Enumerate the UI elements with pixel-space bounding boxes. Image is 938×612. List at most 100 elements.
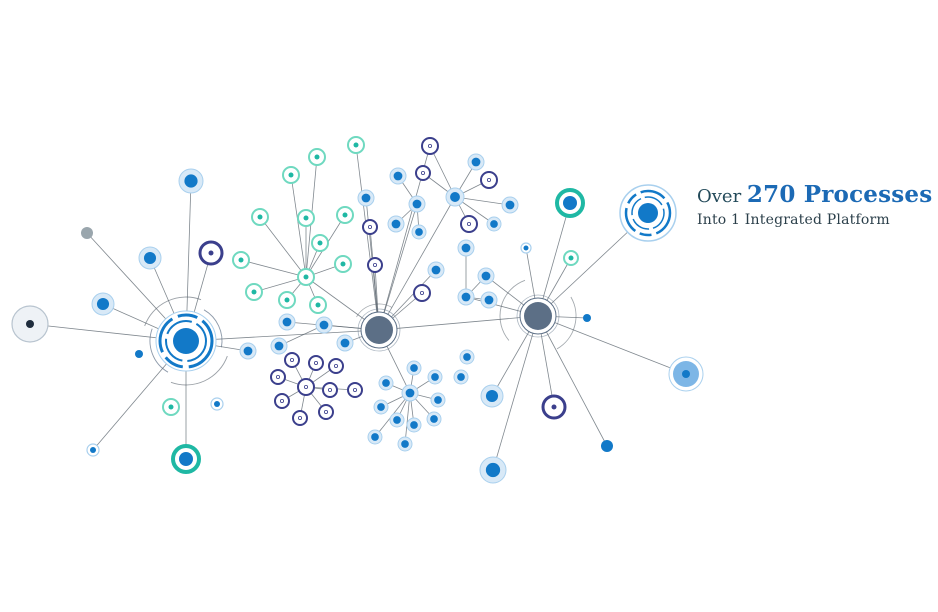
network-node-navy-ring-sm bbox=[362, 219, 378, 235]
network-node-ring-dot bbox=[387, 215, 405, 233]
network-node-ring-dot bbox=[408, 195, 426, 213]
network-node-ring-dot bbox=[270, 337, 288, 355]
network-node-navy-ring-sm bbox=[274, 393, 290, 409]
network-node-teal-ring bbox=[555, 188, 585, 218]
network-node-navy-ring-sm bbox=[347, 382, 363, 398]
network-link bbox=[537, 315, 608, 447]
network-node-ring-dot bbox=[479, 456, 507, 484]
network-node-ring-dot bbox=[367, 429, 383, 445]
hub-arc bbox=[499, 279, 526, 341]
network-node-hub-mid bbox=[357, 308, 401, 352]
network-node-mint-ring bbox=[282, 166, 300, 184]
network-node-ring-dot bbox=[401, 384, 419, 402]
network-node-mint-ring bbox=[309, 296, 327, 314]
network-link bbox=[253, 276, 307, 293]
network-node-ring-dot bbox=[453, 369, 469, 385]
network-node-navy-ring-sm bbox=[297, 378, 315, 396]
network-node-ring-dot bbox=[445, 187, 465, 207]
network-node-navy-ring-sm bbox=[322, 382, 338, 398]
headline-prefix: Over bbox=[697, 186, 742, 207]
network-node-navy-ring bbox=[541, 394, 567, 420]
network-node-ring-dot bbox=[430, 392, 446, 408]
network-node-ring-dot bbox=[426, 411, 442, 427]
network-node-ring-dot bbox=[336, 334, 354, 352]
network-node-ring-dot bbox=[427, 261, 445, 279]
network-link bbox=[185, 329, 380, 342]
headline: Over 270 Processes Into 1 Integrated Pla… bbox=[697, 180, 933, 228]
network-node-mint-ring bbox=[563, 250, 579, 266]
network-node-target bbox=[619, 184, 677, 242]
hub-arc bbox=[149, 328, 169, 373]
network-node-navy-ring-sm bbox=[413, 284, 431, 302]
network-link bbox=[537, 315, 687, 375]
network-node-ring-dot bbox=[389, 412, 405, 428]
network-node-ring-dot bbox=[315, 316, 333, 334]
network-node-navy-ring-sm bbox=[415, 165, 431, 181]
network-node-dot bbox=[583, 314, 591, 322]
network-node-ring-dot bbox=[91, 292, 115, 316]
network-node-ring-dot bbox=[486, 216, 502, 232]
hub-arcs bbox=[144, 279, 577, 386]
network-node-ring-dot bbox=[427, 369, 443, 385]
network-node-ring-dot bbox=[138, 246, 162, 270]
network-node-navy-ring-sm bbox=[460, 215, 478, 233]
network-node-mint-ring bbox=[347, 136, 365, 154]
hub-arc bbox=[144, 296, 202, 327]
network-link bbox=[240, 259, 307, 278]
network-node-dot bbox=[135, 350, 143, 358]
network-nodes bbox=[11, 136, 704, 484]
network-node-ring-dot bbox=[178, 168, 204, 194]
network-node-mint-ring bbox=[297, 268, 315, 286]
network-node-small-ring bbox=[210, 397, 224, 411]
network-node-hub-right bbox=[516, 294, 560, 338]
network-node-mint-ring bbox=[311, 234, 329, 252]
network-node-navy-ring-sm bbox=[318, 404, 334, 420]
network-node-navy-ring-sm bbox=[284, 352, 300, 368]
network-link bbox=[537, 202, 571, 317]
network-node-mint-ring bbox=[278, 291, 296, 309]
network-node-mint-ring bbox=[245, 283, 263, 301]
headline-subline: Into 1 Integrated Platform bbox=[697, 212, 890, 228]
network-node-ring-dot bbox=[397, 436, 413, 452]
network-node-mint-ring bbox=[251, 208, 269, 226]
network-link bbox=[378, 196, 456, 331]
network-node-navy-ring-sm bbox=[270, 369, 286, 385]
network-node-navy-ring-sm bbox=[480, 171, 498, 189]
network-node-dot bbox=[601, 440, 613, 452]
headline-highlight: 270 Processes bbox=[746, 181, 933, 208]
network-node-ring-dot bbox=[389, 167, 407, 185]
hub-arc bbox=[203, 309, 223, 348]
network-node-ring-dot bbox=[411, 224, 427, 240]
network-node-ring-dot bbox=[480, 291, 498, 309]
network-link bbox=[355, 144, 380, 331]
network-node-navy-ring-sm bbox=[421, 137, 439, 155]
network-node-navy-ring bbox=[198, 240, 224, 266]
network-node-small-ring bbox=[86, 443, 100, 457]
network-node-mint-ring bbox=[232, 251, 250, 269]
network-node-ring-dot bbox=[239, 342, 257, 360]
network-node-small-ring bbox=[520, 242, 532, 254]
network-node-navy-ring-sm bbox=[308, 355, 324, 371]
network-node-teal-ring bbox=[171, 444, 201, 474]
network-node-mint-ring bbox=[308, 148, 326, 166]
network-link bbox=[378, 315, 539, 331]
network-node-navy-ring-sm bbox=[292, 410, 308, 426]
network-node-mint-ring bbox=[297, 209, 315, 227]
network-node-ring-dot bbox=[378, 375, 394, 391]
network-link bbox=[492, 315, 539, 471]
hub-arc bbox=[356, 303, 393, 318]
network-node-mint-ring bbox=[334, 255, 352, 273]
network-node-ring-dot bbox=[477, 267, 495, 285]
network-node-navy-ring-sm bbox=[328, 358, 344, 374]
hub-arc bbox=[556, 296, 577, 350]
network-link bbox=[259, 216, 307, 278]
network-node-ring-dot bbox=[406, 360, 422, 376]
network-node-ring-dot bbox=[357, 189, 375, 207]
network-link bbox=[378, 203, 418, 331]
network-links bbox=[29, 144, 687, 471]
network-node-hub-left bbox=[155, 310, 217, 372]
network-node-ring-dot bbox=[373, 399, 389, 415]
network-node-ring-dot bbox=[278, 313, 296, 331]
network-node-grey-dot bbox=[81, 227, 93, 239]
